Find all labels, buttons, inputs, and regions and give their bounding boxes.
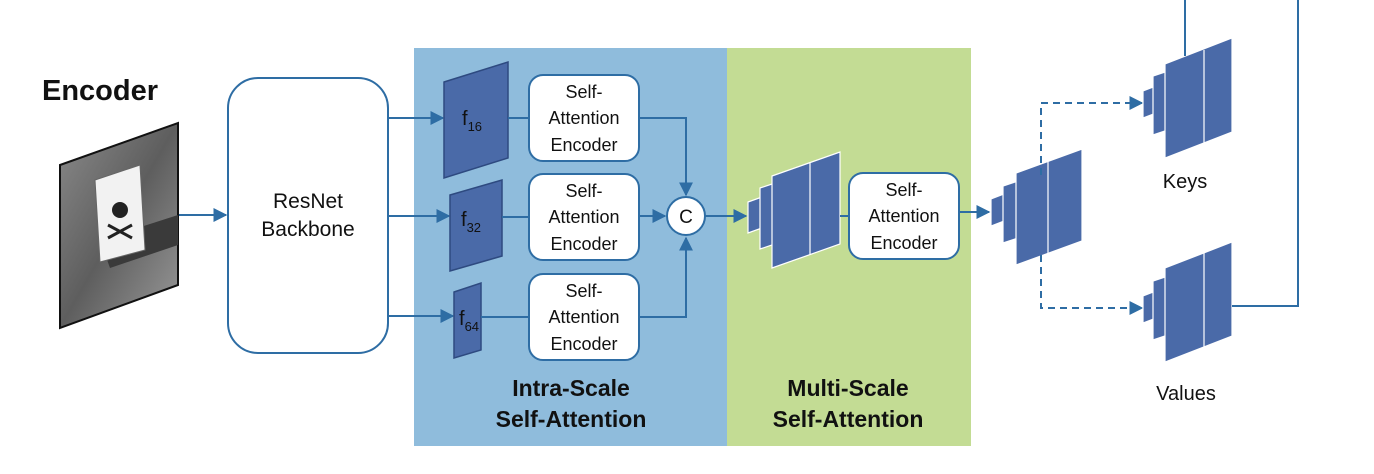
sa-encoder-f64-line3: Encoder bbox=[550, 334, 617, 354]
encoder-title: Encoder bbox=[42, 75, 158, 107]
sa-encoder-f32: Self- Attention Encoder bbox=[528, 173, 640, 261]
f64-base: f bbox=[459, 308, 465, 330]
sa-encoder-f16-line3: Encoder bbox=[550, 135, 617, 155]
dashed-arrow-to-values bbox=[1040, 255, 1144, 315]
sa-encoder-f64: Self- Attention Encoder bbox=[528, 273, 640, 361]
sa-encoder-f32-line3: Encoder bbox=[550, 234, 617, 254]
multiscale-feature-stack bbox=[747, 151, 841, 269]
f16-subscript: 16 bbox=[468, 119, 482, 134]
f64-subscript: 64 bbox=[465, 319, 479, 334]
arrow-sa64-to-concat bbox=[639, 236, 693, 318]
feature-map-f64: f64 bbox=[453, 281, 482, 360]
f16-base: f bbox=[462, 108, 468, 130]
sa-encoder-multiscale: Self- Attention Encoder bbox=[848, 172, 960, 260]
svg-text:f16: f16 bbox=[462, 108, 482, 134]
intra-scale-title-line2: Self-Attention bbox=[496, 406, 647, 432]
sa-encoder-f64-line1: Self- bbox=[565, 281, 602, 301]
feature-map-f32: f32 bbox=[449, 179, 503, 272]
values-label: Values bbox=[1156, 383, 1216, 405]
output-feature-stack bbox=[990, 148, 1083, 266]
sa-encoder-f16: Self- Attention Encoder bbox=[528, 74, 640, 162]
concat-label: C bbox=[679, 207, 693, 228]
feature-map-f16: f16 bbox=[443, 60, 509, 180]
dashed-arrow-to-keys bbox=[1040, 96, 1144, 175]
sa-encoder-multi-line1: Self- bbox=[885, 180, 922, 200]
sa-encoder-f16-line1: Self- bbox=[565, 82, 602, 102]
sa-encoder-f64-line2: Attention bbox=[548, 307, 619, 327]
values-output-line bbox=[1232, 0, 1299, 307]
values-feature-stack bbox=[1142, 241, 1233, 363]
concat-node: C bbox=[666, 196, 706, 236]
f32-base: f bbox=[461, 209, 467, 231]
input-image bbox=[59, 121, 179, 330]
backbone-label-line2: Backbone bbox=[261, 218, 354, 241]
keys-label: Keys bbox=[1163, 171, 1207, 193]
intra-scale-title-line1: Intra-Scale bbox=[512, 375, 630, 401]
backbone-label-line1: ResNet bbox=[273, 190, 343, 213]
resnet-backbone-box: ResNet Backbone bbox=[227, 77, 389, 354]
keys-feature-stack bbox=[1142, 37, 1233, 159]
sa-encoder-f16-line2: Attention bbox=[548, 108, 619, 128]
sa-encoder-f32-line1: Self- bbox=[565, 181, 602, 201]
f32-subscript: 32 bbox=[467, 220, 481, 235]
svg-text:f32: f32 bbox=[461, 209, 481, 235]
multi-scale-title-line2: Self-Attention bbox=[773, 406, 924, 432]
sa-encoder-f32-line2: Attention bbox=[548, 207, 619, 227]
arrow-sa16-to-concat bbox=[639, 117, 693, 197]
svg-text:f64: f64 bbox=[459, 308, 479, 334]
multi-scale-title-line1: Multi-Scale bbox=[787, 375, 908, 401]
sa-encoder-multi-line2: Attention bbox=[868, 206, 939, 226]
sa-encoder-multi-line3: Encoder bbox=[870, 233, 937, 253]
